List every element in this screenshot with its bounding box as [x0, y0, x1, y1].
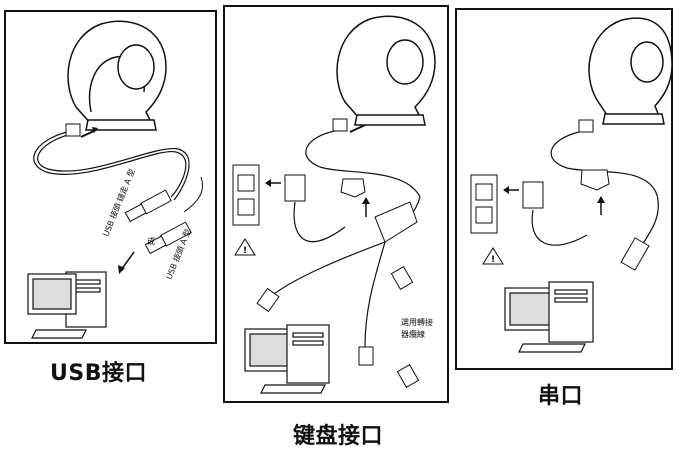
svg-text:!: !: [243, 246, 247, 256]
scanner-icon: [67, 20, 167, 131]
optional-adapter-label: 選用轉接: [401, 317, 433, 327]
usb-plug-alt-icon: [144, 221, 192, 255]
wall-outlet-icon: [470, 174, 498, 234]
usb-panel: USB 接頭 鏈走 A 型 或 USB 接頭 A 型: [4, 10, 217, 344]
usb-plug-icon: [124, 189, 172, 223]
usb-connector-label: USB 接頭 鏈走 A 型: [101, 167, 137, 238]
scanner-icon: [588, 17, 673, 125]
usb-caption: USB接口: [50, 361, 147, 386]
serial-connector-icon: [620, 237, 650, 271]
serial-caption: 串口: [538, 384, 584, 409]
wall-outlet-icon: [232, 164, 260, 226]
or-label: 或: [147, 236, 155, 246]
keyboard-caption: 键盘接口: [293, 424, 384, 449]
adapter-cable-label: 器纜線: [401, 329, 425, 339]
warning-icon: [234, 238, 256, 256]
power-adapter-icon: [284, 174, 306, 202]
computer-icon: [504, 281, 594, 353]
serial-panel: !: [455, 8, 673, 370]
computer-icon: [244, 324, 330, 394]
computer-icon: [27, 271, 107, 339]
warning-icon: [482, 247, 504, 265]
scanner-icon: [336, 15, 436, 126]
keyboard-panel: ! 選用轉接 器纜線: [223, 5, 449, 403]
power-adapter-icon: [522, 181, 544, 209]
svg-text:!: !: [491, 255, 495, 265]
